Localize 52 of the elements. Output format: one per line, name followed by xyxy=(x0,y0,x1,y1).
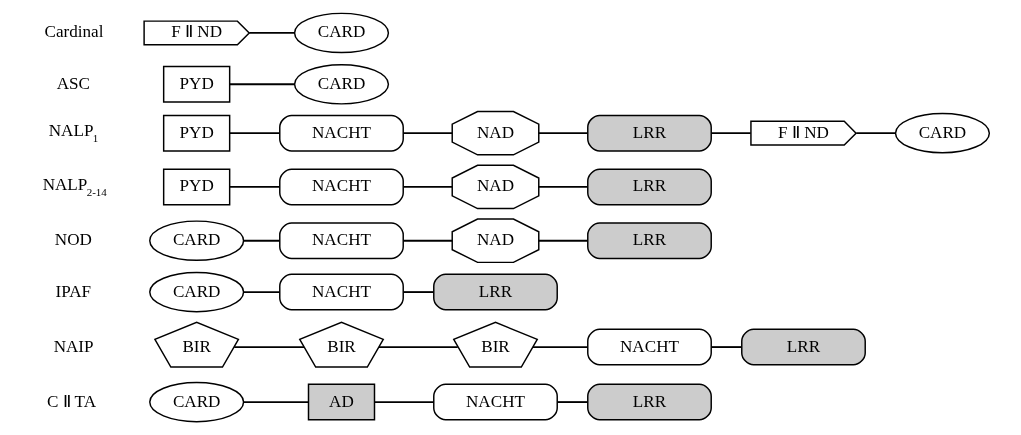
connector xyxy=(377,346,459,348)
node-box: LRR xyxy=(586,383,712,421)
label: NALP$_{2-14}$ xyxy=(42,175,107,199)
node-box: AD xyxy=(307,383,375,421)
connector xyxy=(228,186,280,188)
node-ellipse: CARD xyxy=(148,220,244,262)
connector xyxy=(402,132,453,135)
connector xyxy=(242,291,280,293)
label: NAIP xyxy=(53,336,94,356)
connector xyxy=(242,239,280,242)
connector xyxy=(531,346,588,348)
node-box: NACHT xyxy=(278,273,404,311)
label: C Ⅱ TA xyxy=(46,391,96,411)
node-ellipse: CARD xyxy=(293,12,389,54)
node-box: LRR xyxy=(586,114,712,152)
connector xyxy=(537,132,588,135)
node-box: NACHT xyxy=(278,222,404,260)
label: NOD xyxy=(54,230,92,250)
node-box: PYD xyxy=(162,65,230,103)
connector xyxy=(228,132,280,135)
connector xyxy=(373,401,435,403)
label: ASC xyxy=(56,73,90,93)
node-box: LRR xyxy=(586,168,712,206)
connector xyxy=(228,83,295,86)
label: IPAF xyxy=(55,281,91,301)
node-ellipse: CARD xyxy=(148,381,244,423)
connector xyxy=(247,32,296,34)
connector xyxy=(537,186,588,188)
node-box: PYD xyxy=(162,114,230,152)
label: NALP$_{1}$ xyxy=(48,121,98,145)
node-box: LRR xyxy=(432,273,558,311)
connector xyxy=(242,401,309,403)
node-box: LRR xyxy=(586,222,712,260)
connector xyxy=(402,291,434,293)
connector xyxy=(537,239,588,242)
node-ellipse: CARD xyxy=(894,112,990,154)
connector xyxy=(402,186,453,188)
connector xyxy=(402,239,453,242)
node-ellipse: CARD xyxy=(293,63,389,105)
node-box: NACHT xyxy=(586,328,712,366)
node-box: NACHT xyxy=(432,383,558,421)
node-box: LRR xyxy=(740,328,866,366)
connector xyxy=(556,401,588,403)
connector xyxy=(232,346,305,348)
node-box: NACHT xyxy=(278,114,404,152)
connector xyxy=(854,132,896,135)
node-box: PYD xyxy=(162,168,230,206)
node-box: NACHT xyxy=(278,168,404,206)
connector xyxy=(710,132,752,135)
label: Cardinal xyxy=(44,22,103,42)
connector xyxy=(710,346,742,348)
node-ellipse: CARD xyxy=(148,271,244,313)
